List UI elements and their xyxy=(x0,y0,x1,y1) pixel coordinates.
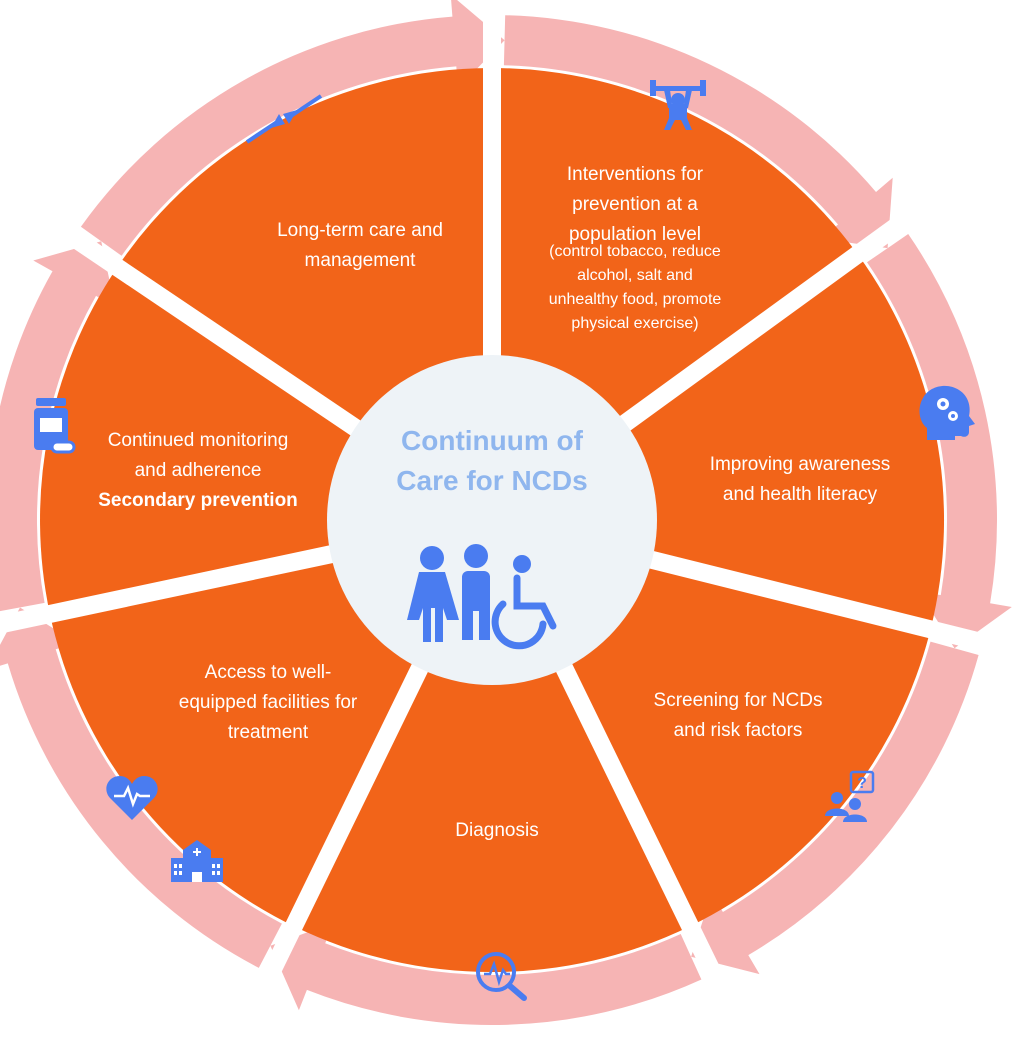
ring-icons: ? xyxy=(34,80,975,1001)
magnifier-pulse-icon xyxy=(476,952,527,1001)
ring-arrow-screening xyxy=(691,641,979,975)
population-prevention-label-line: prevention at a xyxy=(572,194,698,215)
ring-arrow-treatment xyxy=(0,607,282,968)
ring-arrow-awareness xyxy=(867,234,1012,649)
monitoring-label-line: Continued monitoring xyxy=(108,430,289,451)
hospital-icon xyxy=(171,840,223,882)
population-prevention-detail-line: (control tobacco, reduce xyxy=(549,243,721,260)
long-term-label-line: management xyxy=(305,250,417,271)
medicine-bottle-icon xyxy=(34,398,76,454)
woman-icon xyxy=(407,546,459,642)
treatment-label-line: Access to well- xyxy=(205,662,332,683)
weightlifter-icon xyxy=(650,80,706,130)
treatment-label-line: equipped facilities for xyxy=(179,692,358,713)
treatment-label-line: treatment xyxy=(228,722,309,743)
monitoring-label-line: and adherence xyxy=(135,460,262,481)
cycle-ring xyxy=(0,0,1012,1026)
screening-label-line: and risk factors xyxy=(674,720,803,741)
awareness-label-line: Improving awareness xyxy=(710,454,891,475)
population-prevention-label-line: population level xyxy=(569,224,701,245)
center-circle xyxy=(327,355,657,685)
ring-arrow-monitoring xyxy=(0,241,116,612)
man-icon xyxy=(462,544,490,640)
screening-label-line: Screening for NCDs xyxy=(654,690,823,711)
ring-arrow-diagnosis xyxy=(270,922,702,1026)
diagnosis-label-line: Diagnosis xyxy=(455,820,538,841)
population-prevention-label-line: Interventions for xyxy=(567,164,704,185)
ring-arrow-long-term xyxy=(80,0,505,256)
awareness-label-line: and health literacy xyxy=(723,484,878,505)
head-gears-icon xyxy=(919,385,975,440)
population-prevention-detail-line: physical exercise) xyxy=(571,315,698,332)
population-prevention-detail-line: unhealthy food, promote xyxy=(549,291,722,308)
population-prevention-detail-line: alcohol, salt and xyxy=(577,267,693,284)
center-title-line1: Continuum of xyxy=(401,425,584,456)
wheelchair-icon xyxy=(491,555,557,650)
long-term-label-line: Long-term care and xyxy=(277,220,443,241)
arrows-inward-icon xyxy=(245,94,323,144)
segment-labels: Interventions for prevention at a populati… xyxy=(98,164,890,841)
heart-pulse-icon xyxy=(106,776,158,820)
monitoring-bold-label: Secondary prevention xyxy=(98,490,298,511)
people-question-icon: ? xyxy=(825,770,875,822)
segment-diagnosis xyxy=(293,520,691,973)
ring-arrow-population-prevention xyxy=(503,15,893,249)
svg-text:?: ? xyxy=(857,775,867,792)
center-title-line2: Care for NCDs xyxy=(396,465,587,496)
